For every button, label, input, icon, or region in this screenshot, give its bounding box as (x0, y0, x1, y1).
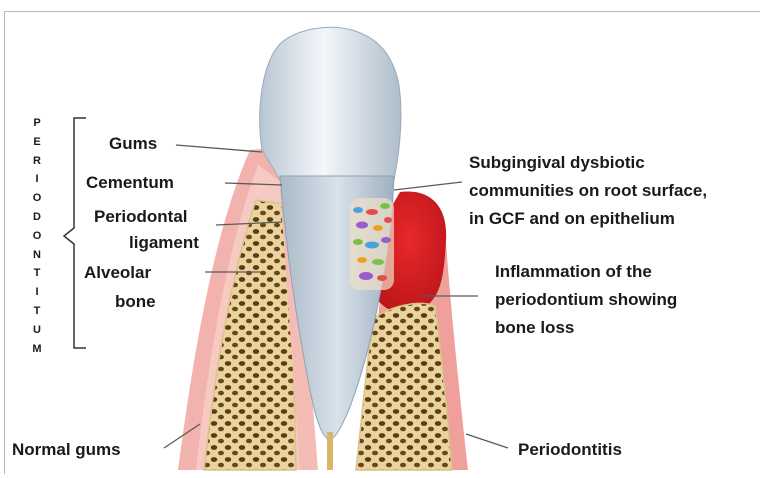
vertical-letter: E (30, 133, 44, 152)
label-dysbiotic-line3: in GCF and on epithelium (469, 209, 675, 229)
vertical-letter: T (30, 302, 44, 321)
label-bone-line2: bone (115, 292, 156, 312)
vertical-letter: P (30, 114, 44, 133)
tooth-crown (260, 27, 401, 180)
label-inflam-line1: Inflammation of the (495, 262, 652, 282)
label-cementum: Cementum (86, 173, 174, 193)
biofilm-cluster (350, 198, 394, 290)
label-pdl-line2: ligament (129, 233, 199, 253)
label-dysbiotic-line1: Subgingival dysbiotic (469, 153, 645, 173)
vertical-letter: D (30, 208, 44, 227)
label-bone-line1: Alveolar (84, 263, 151, 283)
vertical-letter: O (30, 189, 44, 208)
vertical-letter: U (30, 321, 44, 340)
vertical-letter: M (30, 340, 44, 359)
vertical-letter: N (30, 246, 44, 265)
label-inflam-line2: periodontium showing (495, 290, 677, 310)
vertical-letter: I (30, 283, 44, 302)
label-periodontitis: Periodontitis (518, 440, 622, 460)
label-dysbiotic-line2: communities on root surface, (469, 181, 707, 201)
label-pdl-line1: Periodontal (94, 207, 188, 227)
label-normal-gums: Normal gums (12, 440, 121, 460)
vertical-letter: I (30, 170, 44, 189)
periodontium-brace (64, 118, 86, 348)
vertical-letter: T (30, 264, 44, 283)
vertical-letter: O (30, 227, 44, 246)
periodontium-vertical-title: P E R I O D O N T I T U M (30, 114, 44, 358)
vertical-letter: R (30, 152, 44, 171)
label-inflam-line3: bone loss (495, 318, 574, 338)
label-gums: Gums (109, 134, 157, 154)
